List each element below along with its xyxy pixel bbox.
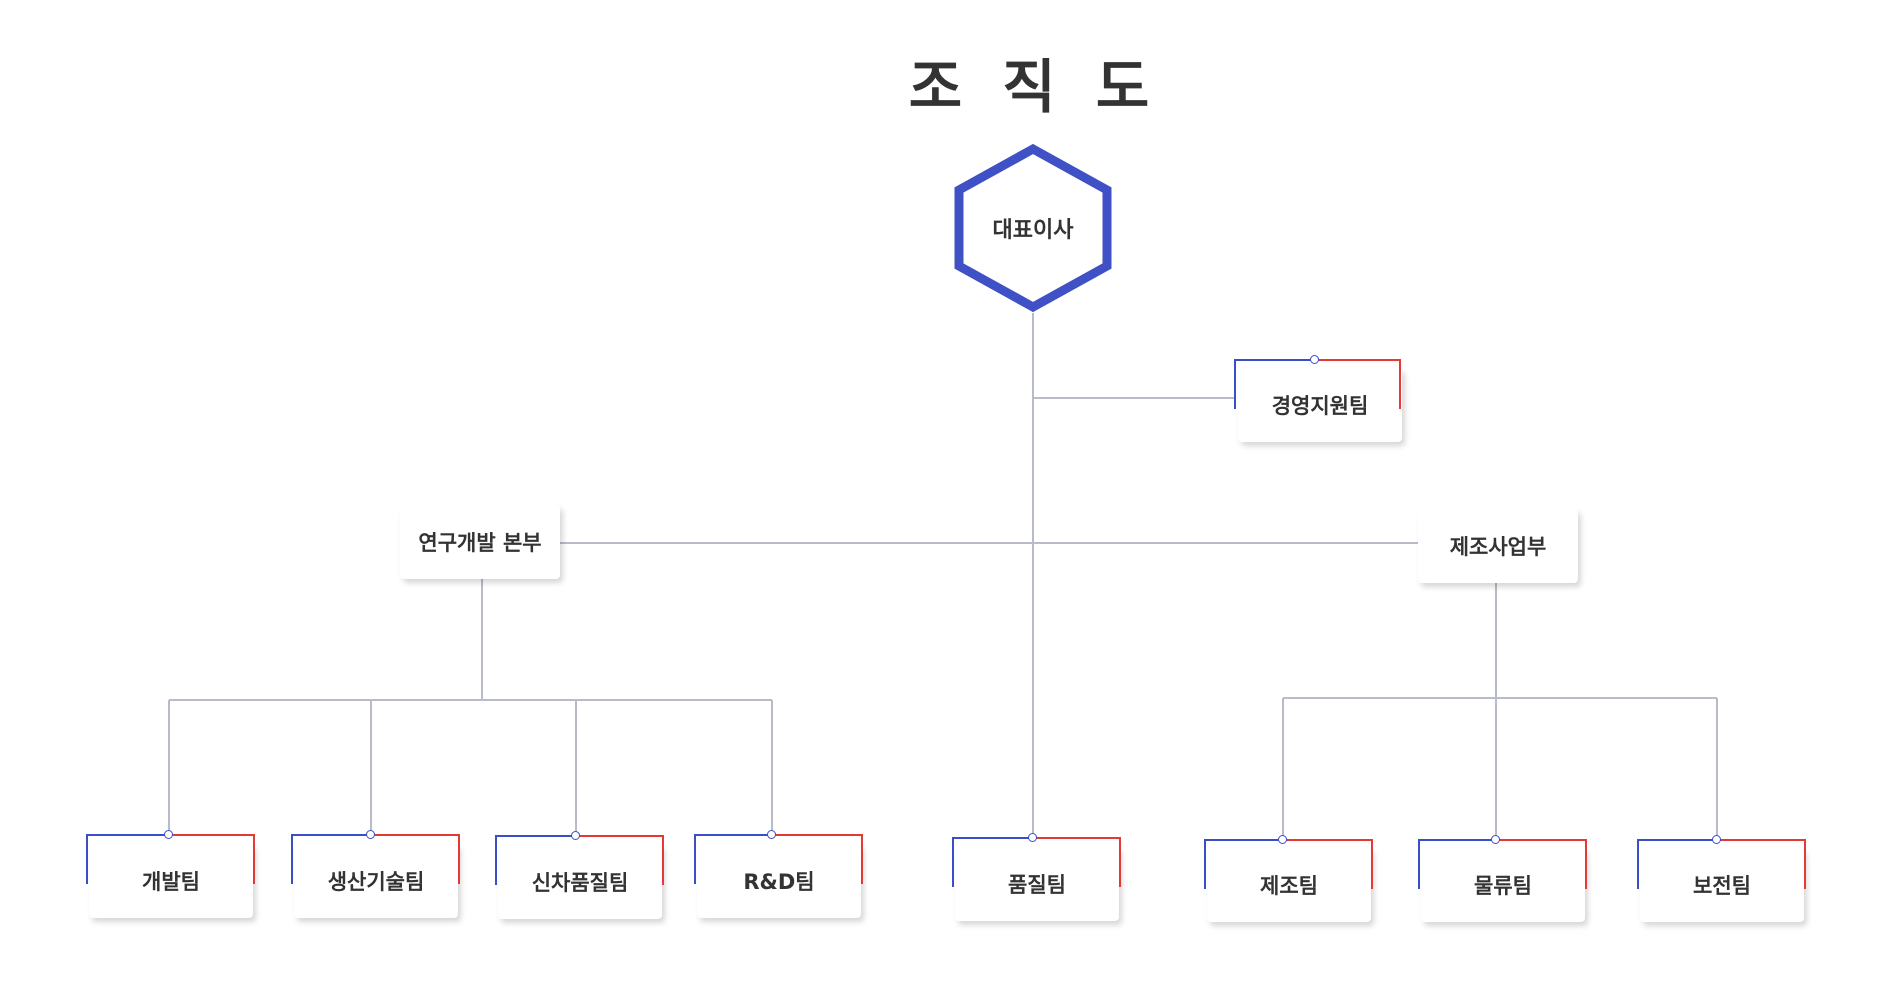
team-prod-tech-label: 생산기술팀 <box>327 870 425 894</box>
team-logistics-label: 물류팀 <box>1474 874 1532 898</box>
ceo-label: 대표이사 <box>992 218 1074 243</box>
ceo-node[interactable]: 대표이사 <box>952 143 1114 313</box>
team-new-car-quality-label: 신차품질팀 <box>531 871 629 895</box>
connector-dot <box>1712 835 1721 844</box>
connector-dot <box>164 830 173 839</box>
chart-title: 조 직 도 <box>908 53 1160 121</box>
mfg-division-node[interactable]: 제조사업부 <box>1418 509 1578 583</box>
connector-dot <box>1278 835 1287 844</box>
connector-dot <box>366 830 375 839</box>
team-dev-label: 개발팀 <box>142 870 200 894</box>
mfg-division-label: 제조사업부 <box>1449 535 1547 559</box>
team-rnd-label: R&D팀 <box>743 870 815 894</box>
team-quality-label: 품질팀 <box>1008 873 1066 897</box>
connector-dot <box>1491 835 1500 844</box>
team-manufacture-label: 제조팀 <box>1260 874 1318 898</box>
connector-dot <box>571 831 580 840</box>
rnd-division-label: 연구개발 본부 <box>418 531 542 555</box>
mgmt-support-label: 경영지원팀 <box>1271 394 1369 418</box>
connector-dot <box>1028 833 1037 842</box>
team-maintenance-label: 보전팀 <box>1693 874 1751 898</box>
hexagon-shape <box>954 143 1112 313</box>
connector-dot <box>767 830 776 839</box>
rnd-division-node[interactable]: 연구개발 본부 <box>400 505 560 579</box>
connector-dot <box>1310 355 1319 364</box>
